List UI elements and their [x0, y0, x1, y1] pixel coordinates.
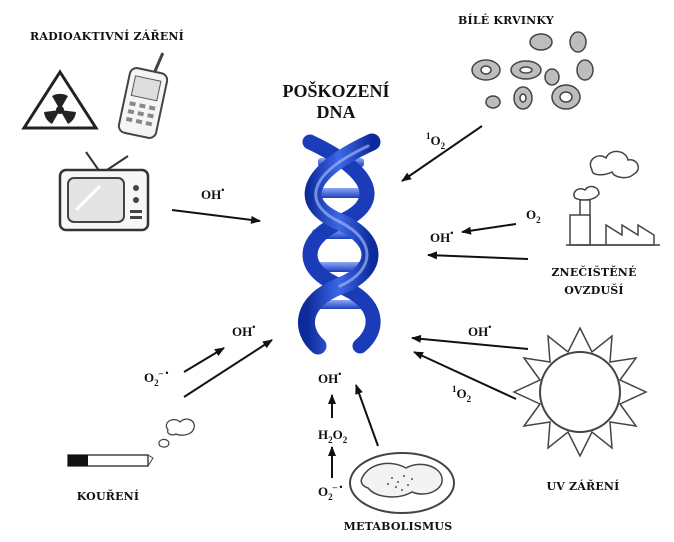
label-metabolism: METABOLISMUS	[344, 520, 453, 533]
dna-highlight	[314, 144, 370, 288]
title-line1: POŠKOZENÍ	[282, 80, 389, 101]
title-line2: DNA	[317, 102, 356, 122]
mobile-phone-icon	[117, 52, 169, 139]
hydroxyl-radical-metabolism: OH•	[318, 369, 341, 386]
superoxide-smoking: O2– •	[144, 368, 169, 388]
factory-pollution-icon	[566, 150, 660, 246]
arrow-leukocytes-to-dna	[401, 125, 483, 182]
white-blood-cells-icon	[471, 31, 594, 110]
arrow-tv-to-dna	[171, 209, 261, 224]
arrow-pollution-to-dna	[427, 251, 529, 260]
label-smoking: KOUŘENÍ	[77, 489, 140, 503]
label-uv: UV ZÁŘENÍ	[546, 479, 619, 493]
sun-icon	[512, 326, 648, 458]
hydroxyl-radical-tv: OH•	[201, 185, 224, 202]
arrow-uv-singlet-to-dna	[413, 351, 517, 400]
television-icon	[58, 151, 150, 232]
label-pollution-line1: ZNEČIŠTĚNÉ	[551, 265, 636, 279]
arrow-o2-to-oh	[461, 223, 517, 235]
arrow-superoxide-to-oh	[183, 347, 225, 373]
arrow-metabolism-to-dna	[355, 384, 379, 447]
label-pollution-line2: OVZDUŠÍ	[564, 283, 624, 297]
dna-strand-front	[298, 133, 381, 355]
superoxide-metabolism: O2– •	[318, 482, 343, 502]
dna-helix-icon	[298, 133, 381, 355]
label-radioactive: RADIOAKTIVNÍ ZÁŘENÍ	[30, 29, 184, 43]
label-white-cells: BÍLÉ KRVINKY	[458, 13, 554, 27]
singlet-oxygen-leukocytes: 1O2	[426, 131, 446, 151]
dna-rung	[314, 188, 366, 198]
hydroxyl-radical-uv: OH•	[468, 322, 491, 339]
radiation-warning-icon	[21, 69, 99, 130]
oxygen-pollution: O2	[526, 207, 541, 225]
dna-rung	[318, 300, 364, 309]
cigarette-icon	[67, 418, 195, 467]
hydrogen-peroxide: H2O2	[318, 427, 348, 445]
hydroxyl-radical-pollution: OH•	[430, 228, 453, 245]
arrow-uv-oh-to-dna	[411, 334, 529, 350]
singlet-oxygen-uv: 1O2	[452, 384, 472, 404]
hydroxyl-radical-smoking: OH•	[232, 322, 255, 339]
arrow-smoking-to-dna	[183, 339, 273, 398]
cell-metabolism-icon	[349, 452, 455, 514]
dna-strand-back	[302, 134, 381, 354]
